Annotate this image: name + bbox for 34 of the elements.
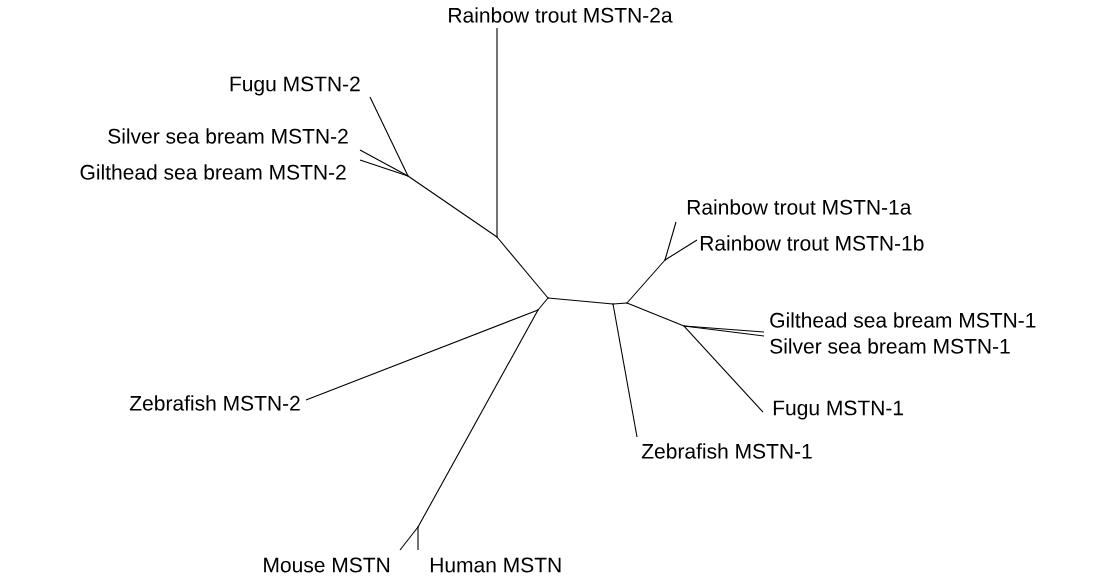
tree-branch xyxy=(683,325,765,333)
taxon-label: Zebrafish MSTN-1 xyxy=(641,443,812,459)
taxon-label: Zebrafish MSTN-2 xyxy=(129,395,300,411)
taxon-label: Fugu MSTN-2 xyxy=(230,76,360,96)
tree-branch xyxy=(305,309,539,401)
taxon-label: Rainbow trout MSTN-2a xyxy=(449,7,673,23)
tree-branch xyxy=(399,526,419,551)
tree-branch xyxy=(683,325,764,413)
tree-branch xyxy=(407,175,498,238)
taxon-label: Rainbow trout MSTN-1b xyxy=(700,235,924,251)
tree-branch xyxy=(612,302,628,305)
tree-branch xyxy=(359,159,409,177)
tree-branch xyxy=(369,96,409,177)
taxon-label: Fugu MSTN-1 xyxy=(773,400,903,420)
taxon-label: Human MSTN xyxy=(430,557,561,573)
taxon-label: Gilthead sea bream MSTN-2 xyxy=(80,164,346,180)
tree-branch xyxy=(683,325,765,337)
tree-branch xyxy=(664,239,698,261)
tree-branch xyxy=(612,303,638,438)
tree-branch xyxy=(626,259,666,304)
tree-branch xyxy=(417,309,539,528)
tree-branch xyxy=(496,236,549,299)
tree-branch xyxy=(359,149,409,177)
tree-branch xyxy=(664,221,677,261)
taxon-label: Gilthead sea bream MSTN-1 xyxy=(770,312,1036,328)
tree-branch xyxy=(537,297,549,311)
tree-branch xyxy=(496,27,498,238)
tree-branch xyxy=(547,297,614,305)
taxon-label: Silver sea bream MSTN-1 xyxy=(770,338,1010,354)
taxon-label: Mouse MSTN xyxy=(264,557,390,573)
tree-branch xyxy=(626,302,685,327)
taxon-label: Rainbow trout MSTN-1a xyxy=(687,199,912,215)
tree-branch xyxy=(417,526,419,551)
taxon-label: Silver sea bream MSTN-2 xyxy=(108,128,348,144)
